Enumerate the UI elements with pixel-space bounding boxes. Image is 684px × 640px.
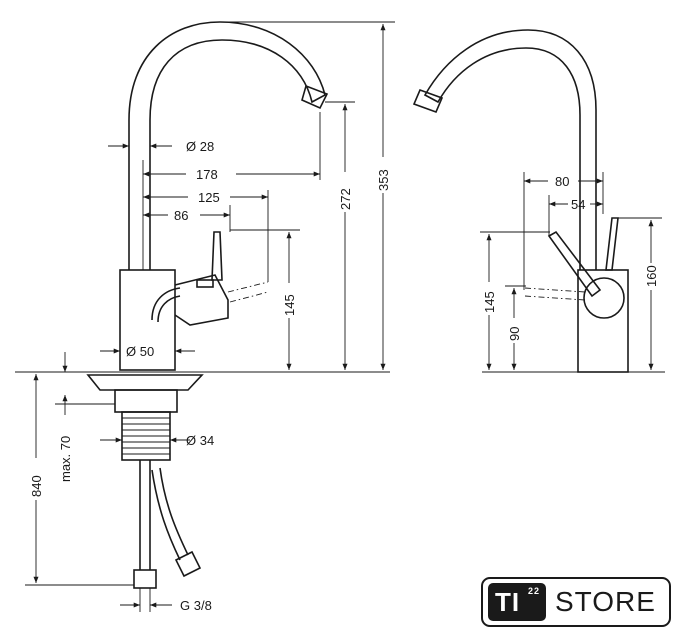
side-view: 80 54 160 145 90 <box>412 29 665 373</box>
side-body <box>577 269 629 373</box>
front-connector-right <box>174 550 202 578</box>
dim-max-thickness: max. 70 <box>58 436 73 482</box>
front-view: Ø 28 178 125 86 Ø 50 145 272 <box>15 21 395 613</box>
logo-word: STORE <box>555 586 656 617</box>
dim-side-lever-pivot: 90 <box>507 327 522 341</box>
side-lever-alt <box>605 217 619 271</box>
store-logo[interactable]: TI 22 STORE <box>481 577 671 627</box>
front-connector-left <box>133 569 157 589</box>
side-lever-alt-position <box>524 287 586 301</box>
dim-hose-length: 840 <box>29 475 44 497</box>
dim-connection: G 3/8 <box>180 598 212 613</box>
front-spout-outlet <box>301 84 329 110</box>
dim-spout-diameter: Ø 28 <box>186 139 214 154</box>
front-cartridge-arc <box>151 287 181 321</box>
front-threaded-shank <box>121 411 171 461</box>
front-lever-cap <box>196 279 214 288</box>
dim-spout-outlet-height: 272 <box>338 188 353 210</box>
front-lever <box>211 231 223 281</box>
front-hose-right <box>151 467 189 561</box>
logo-mark: TI 22 <box>488 583 546 621</box>
front-lever-housing <box>174 274 229 326</box>
side-spout-outlet <box>412 88 444 114</box>
dim-total-height: 353 <box>376 169 391 191</box>
front-cartridge-arc-inner <box>157 295 181 323</box>
side-cartridge <box>583 277 625 319</box>
logo-mark-text: TI <box>495 586 521 617</box>
front-spout <box>128 21 326 270</box>
dim-body-diameter: Ø 50 <box>126 344 154 359</box>
front-body <box>119 269 176 371</box>
side-spout <box>423 29 597 270</box>
front-hose-left <box>139 460 151 570</box>
dim-side-lever-height: 145 <box>482 291 497 313</box>
logo-superscript: 22 <box>527 586 540 596</box>
front-lever-alt-position <box>227 281 269 303</box>
dim-lever-axis: 86 <box>174 208 188 223</box>
dim-side-offset-80: 80 <box>555 174 569 189</box>
dim-lever-height: 145 <box>282 294 297 316</box>
dim-thread-diameter: Ø 34 <box>186 433 214 448</box>
front-base-plate <box>86 374 204 391</box>
dim-side-body-height: 160 <box>644 265 659 287</box>
side-lever <box>547 230 602 298</box>
dim-lever-reach: 125 <box>198 190 220 205</box>
front-thread-nut <box>114 389 178 413</box>
dim-reach: 178 <box>196 167 218 182</box>
dim-side-offset-54: 54 <box>571 197 585 212</box>
